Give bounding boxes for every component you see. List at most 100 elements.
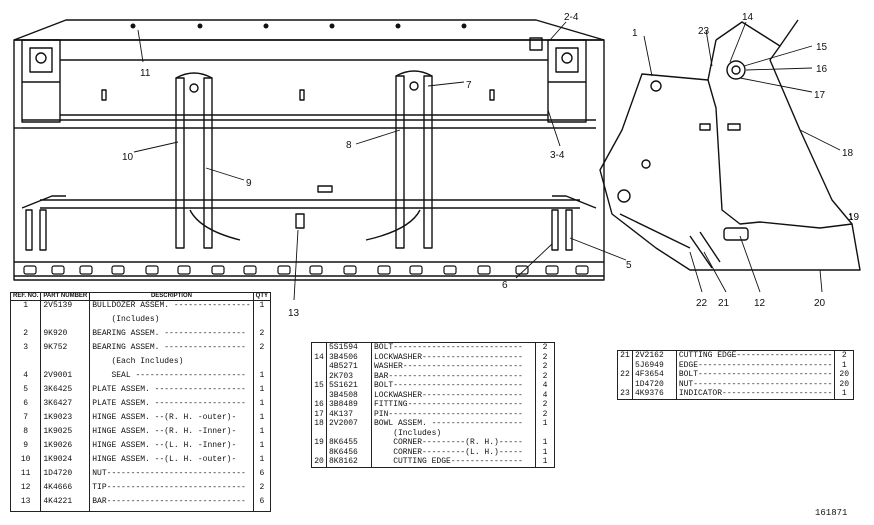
ref-no-cell <box>10 315 42 330</box>
qty-cell: 4 <box>542 381 548 390</box>
callout-10: 10 <box>122 152 134 163</box>
header-ref-no: REF. NO. <box>10 292 42 301</box>
qty-cell: 1 <box>259 412 265 422</box>
table-row: 8K6456 CORNER---------(L. H.)-----1 <box>311 447 555 457</box>
ref-no-cell: 7 <box>10 412 42 427</box>
qty-cell: 1 <box>542 438 548 447</box>
callout-22: 22 <box>696 298 708 309</box>
description-cell: EDGE---------------------------- <box>676 360 836 370</box>
callout-16: 16 <box>816 64 828 75</box>
qty-cell: 2 <box>542 352 548 362</box>
ref-no-cell: 19 <box>311 438 327 448</box>
qty-cell: 1 <box>259 426 265 436</box>
ref-no-cell: 21 <box>617 350 633 361</box>
cutting-edge-bolts <box>23 265 589 275</box>
description-cell: HINGE ASSEM. --(L. H. -Inner)- <box>89 440 254 455</box>
callout-20: 20 <box>814 298 826 309</box>
qty-cell: 1 <box>841 360 847 370</box>
description-cell: BEARING ASSEM. ----------------- <box>89 343 254 358</box>
part-number-cell: 8K6455 <box>326 438 372 448</box>
ref-no-cell: 3 <box>10 343 42 358</box>
part-number-cell: 1K9024 <box>40 454 91 469</box>
table-row: (Includes) <box>311 428 555 439</box>
ref-no-cell: 10 <box>10 454 42 469</box>
top-bolts <box>130 23 467 29</box>
ref-no-cell: 6 <box>10 398 42 413</box>
description-cell: CUTTING EDGE--------------- <box>371 457 536 467</box>
ref-no-cell <box>10 357 42 372</box>
description-cell: BULLDOZER ASSEM. ---------------- <box>89 300 254 316</box>
qty-cell: 20 <box>839 379 850 389</box>
description-cell: NUT----------------------------- <box>89 468 254 483</box>
part-number-cell: 2V9001 <box>40 371 91 385</box>
description-cell: (Includes) <box>371 428 536 438</box>
table-header-row: REF. NO. PART NUMBER DESCRIPTION QTY <box>10 292 271 301</box>
description-cell: SEAL ----------------------- <box>89 371 254 385</box>
qty-cell: 1 <box>841 389 847 398</box>
ref-no-cell: 16 <box>311 400 327 410</box>
part-number-cell: 5S1594 <box>326 342 372 353</box>
qty-cell: 1 <box>542 419 548 428</box>
ref-no-cell: 20 <box>311 457 327 467</box>
description-cell: CORNER---------(R. H.)----- <box>371 438 536 448</box>
table-row: (Includes) <box>10 315 271 330</box>
ref-no-cell: 11 <box>10 468 42 483</box>
ref-no-cell: 1 <box>10 300 42 316</box>
callout-9: 9 <box>246 178 252 189</box>
ref-no-cell <box>311 447 327 457</box>
description-cell: WASHER------------------------- <box>371 362 536 372</box>
ref-no-cell <box>617 360 633 370</box>
ref-no-cell: 8 <box>10 426 42 441</box>
qty-cell: 2 <box>542 371 548 381</box>
qty-cell: 1 <box>542 447 548 457</box>
part-number-cell: 4K9376 <box>632 389 677 399</box>
qty-cell: 2 <box>259 343 265 353</box>
part-number-cell: 3K6425 <box>40 384 91 399</box>
callout-17: 17 <box>814 90 826 101</box>
qty-cell: 2 <box>259 329 265 339</box>
description-cell: INDICATOR----------------------- <box>676 389 836 399</box>
description-cell: HINGE ASSEM. --(L. H. -outer)- <box>89 454 254 469</box>
qty-cell: 1 <box>259 440 265 450</box>
description-cell: BOWL ASSEM. ------------------- <box>371 419 536 429</box>
ref-no-cell: 15 <box>311 381 327 391</box>
header-qty: QTY <box>253 292 271 301</box>
qty-cell: 2 <box>542 343 548 352</box>
description-cell: TIP----------------------------- <box>89 482 254 497</box>
part-number-cell: 2V5139 <box>40 300 91 316</box>
description-cell: BOLT--------------------------- <box>371 342 536 353</box>
description-cell: (Includes) <box>89 315 254 330</box>
sheet-number: 161871 <box>815 508 848 518</box>
description-cell: FITTING------------------------ <box>371 400 536 410</box>
qty-cell: 4 <box>542 390 548 400</box>
description-cell: PLATE ASSEM. ------------------- <box>89 384 254 399</box>
qty-cell <box>536 429 555 439</box>
description-cell: BAR---------------------------- <box>371 371 536 381</box>
ref-no-cell: 18 <box>311 419 327 429</box>
description-cell: BEARING ASSEM. ----------------- <box>89 329 254 344</box>
description-cell: BOLT--------------------------- <box>371 381 536 391</box>
description-cell: LOCKWASHER--------------------- <box>371 390 536 400</box>
qty-cell: 1 <box>259 384 265 394</box>
ref-no-cell <box>311 371 327 381</box>
ref-no-cell: 4 <box>10 371 42 385</box>
qty-cell: 1 <box>259 301 265 310</box>
